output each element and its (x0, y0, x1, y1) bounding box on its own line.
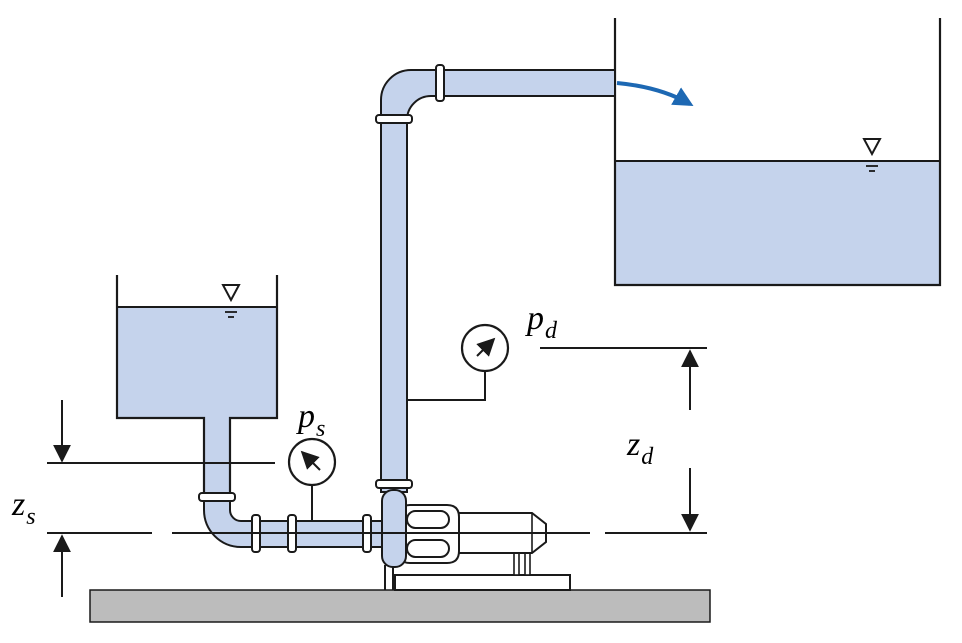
discharge-water-surface-icon (862, 138, 882, 172)
discharge-pressure-subscript: d (545, 318, 557, 344)
pump (381, 489, 571, 591)
suction-pressure-gauge-icon (287, 437, 337, 521)
suction-pressure-label: ps (298, 398, 325, 442)
discharge-tank (613, 18, 942, 287)
pump-volute (381, 489, 407, 568)
discharge-pressure-label: pd (527, 300, 557, 344)
discharge-pressure-gauge-icon (407, 323, 510, 401)
suction-height-subscript: s (26, 504, 36, 530)
discharge-pressure-symbol: p (527, 300, 544, 337)
reference-lines (47, 347, 707, 534)
suction-tank (115, 275, 279, 497)
suction-height-symbol: z (12, 486, 26, 523)
discharge-tank-water (615, 161, 940, 285)
discharge-height-label: zd (627, 426, 653, 470)
pump-baseplate (394, 574, 571, 591)
suction-water-surface-icon (221, 284, 241, 318)
suction-pressure-symbol: p (298, 398, 315, 435)
discharge-height-symbol: z (627, 426, 641, 463)
discharge-pipe (380, 69, 616, 493)
suction-height-label: zs (12, 486, 36, 530)
ground-slab (89, 589, 711, 623)
dimension-arrows (53, 349, 699, 597)
suction-pressure-subscript: s (316, 416, 326, 442)
discharge-height-subscript: d (641, 444, 654, 470)
discharge-flow-arrow (616, 81, 694, 106)
